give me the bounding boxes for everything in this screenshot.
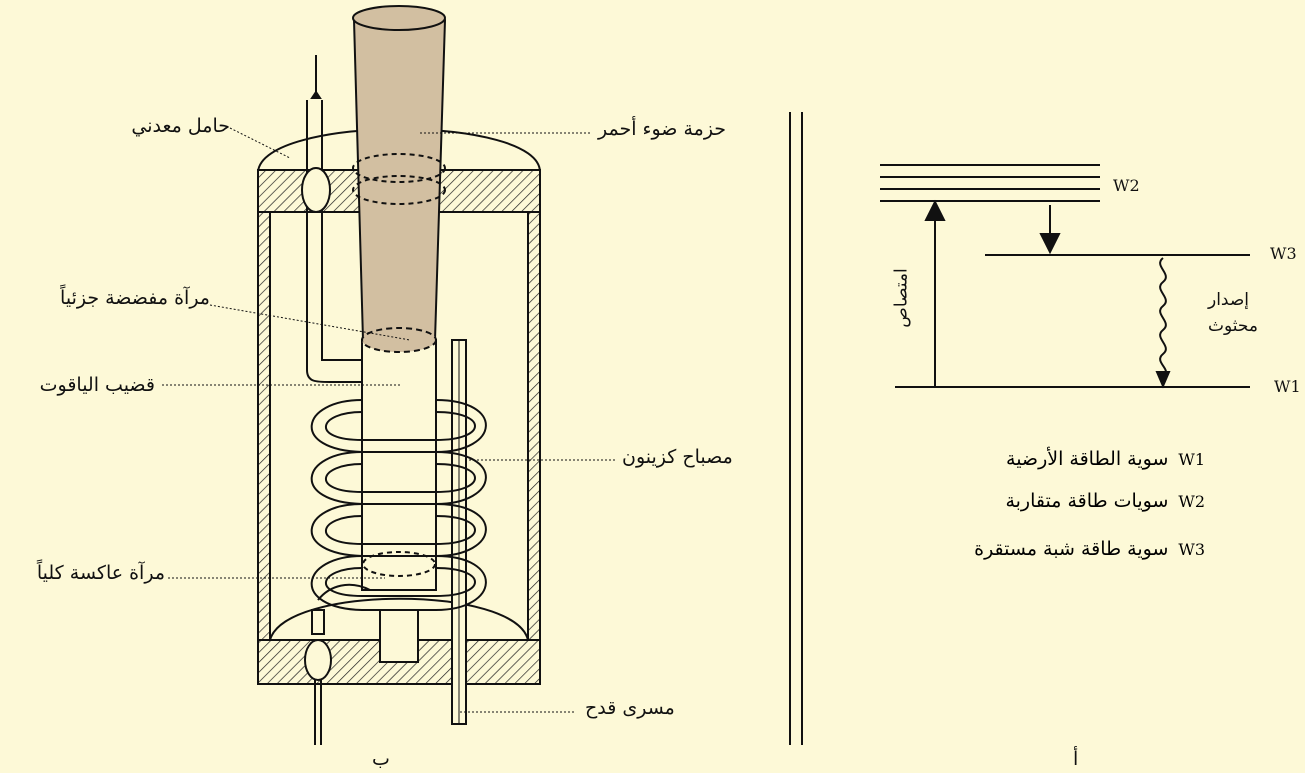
partial-mirror-shape xyxy=(361,327,437,353)
legend-text: سويات طاقة متقاربة xyxy=(1005,490,1169,512)
red-light-beam-label: حزمة ضوء أحمر xyxy=(598,118,727,140)
legend-key: W2 xyxy=(1178,491,1205,511)
total-mirror-shape xyxy=(362,551,436,577)
bottom-holder-bulb xyxy=(304,639,332,681)
emission-wave xyxy=(1159,257,1167,376)
red-light-beam xyxy=(352,7,447,341)
legend-key: W3 xyxy=(1178,539,1205,559)
caption-a: أ xyxy=(1073,748,1079,770)
left-wall xyxy=(257,211,271,645)
laser-device xyxy=(257,5,541,745)
legend-text: سوية الطاقة الأرضية xyxy=(1006,448,1169,470)
legend-text: سوية طاقة شبة مستقرة xyxy=(974,538,1169,560)
legend-row-w1: سوية الطاقة الأرضية W1 xyxy=(1006,448,1205,470)
emission-label-1: إصدار xyxy=(1208,290,1250,310)
rod-base xyxy=(379,609,419,663)
bottom-dome xyxy=(269,597,529,641)
legend-row-w3: سوية طاقة شبة مستقرة W3 xyxy=(974,538,1205,560)
w3-label: W3 xyxy=(1270,244,1297,263)
right-wall xyxy=(527,211,541,645)
caption-b: ب xyxy=(372,748,390,770)
w2-label: W2 xyxy=(1113,176,1140,195)
legend-row-w2: سويات طاقة متقاربة W2 xyxy=(1005,490,1205,512)
total-mirror-label: مرآة عاكسة كلياً xyxy=(36,562,165,584)
w1-label: W1 xyxy=(1274,377,1301,396)
xenon-lamp-label: مصباح كزينون xyxy=(622,446,733,468)
xenon-lamp-coil xyxy=(310,399,487,611)
ruby-rod-label: قضيب الياقوت xyxy=(39,374,155,396)
metal-holder-wire xyxy=(306,100,362,383)
legend-key: W1 xyxy=(1178,449,1205,469)
absorption-label: امتصاص xyxy=(891,268,912,328)
emission-label-2: محثوث xyxy=(1208,316,1258,336)
energy-diagram xyxy=(880,164,1250,389)
partial-mirror-label: مرآة مفضضة جزئياً xyxy=(60,287,210,309)
metal-holder-label: حامل معدني xyxy=(131,115,230,137)
trigger-electrode-label: مسرى قدح xyxy=(585,697,675,719)
leader-lines xyxy=(162,127,615,713)
metal-holder-bulb xyxy=(301,167,331,213)
